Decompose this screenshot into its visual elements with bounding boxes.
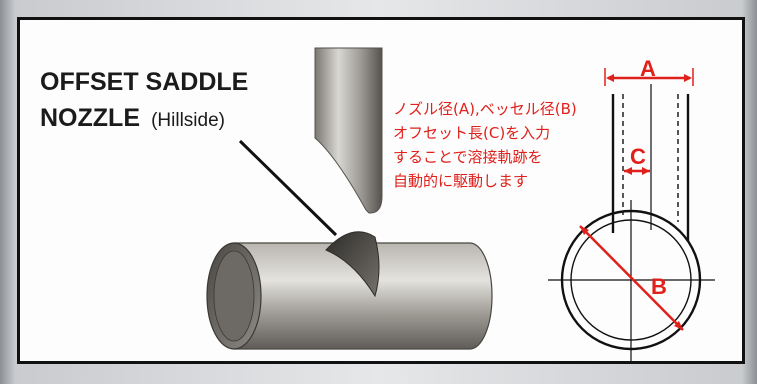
description-line-1: ノズル径(A),ベッセル径(B) bbox=[393, 100, 577, 118]
title-line-2: NOZZLE (Hillside) bbox=[40, 104, 225, 132]
dimension-a: A bbox=[604, 56, 694, 86]
dimension-c: C bbox=[624, 144, 650, 175]
saddle-hole bbox=[325, 231, 380, 298]
dimension-b: B bbox=[579, 225, 684, 331]
dimension-c-label: C bbox=[630, 144, 646, 169]
title-nozzle: NOZZLE bbox=[40, 104, 140, 132]
dimension-b-label: B bbox=[651, 274, 667, 299]
title-suffix: (Hillside) bbox=[151, 110, 225, 131]
nozzle-torch bbox=[314, 47, 383, 214]
pipe-end-inner bbox=[213, 250, 255, 342]
dimension-a-label: A bbox=[640, 56, 656, 81]
description-line-3: することで溶接軌跡を bbox=[393, 148, 543, 166]
nozzle-outline bbox=[611, 84, 690, 241]
description-line-2: オフセット長(C)を入力 bbox=[393, 124, 550, 142]
leader-line bbox=[238, 139, 338, 237]
vessel-outline bbox=[548, 200, 715, 362]
pipe-body bbox=[233, 242, 493, 350]
description-line-4: 自動的に駆動します bbox=[393, 172, 528, 190]
title-line-1: OFFSET SADDLE bbox=[40, 68, 248, 96]
